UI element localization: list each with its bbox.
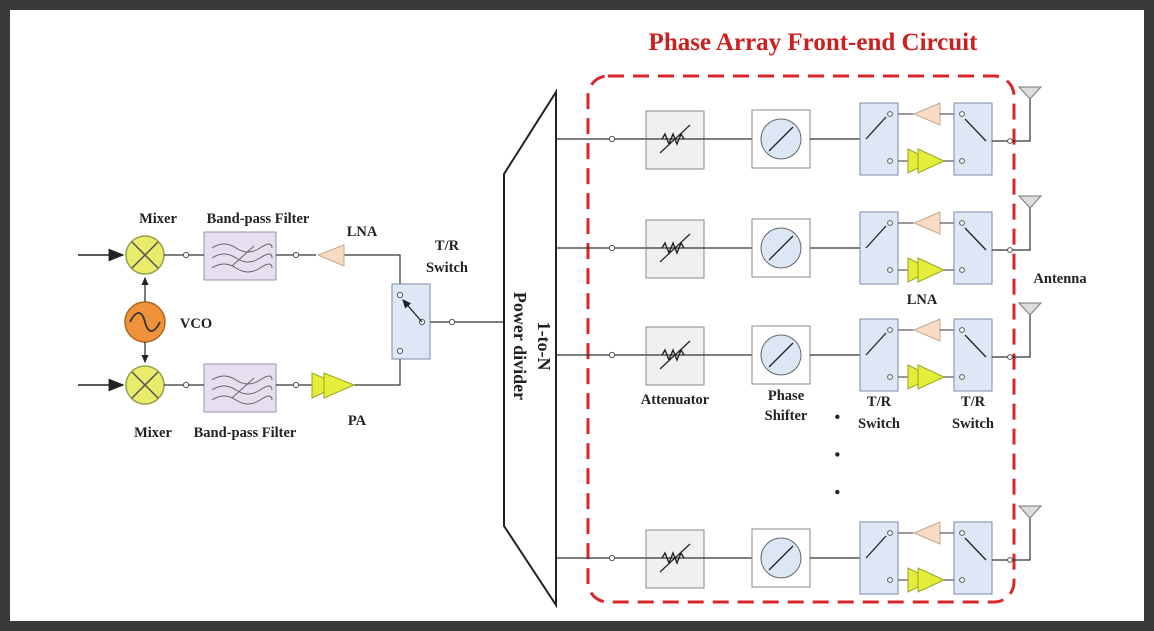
ellipsis-label: • • • [828, 414, 845, 509]
phase-arrow-icon [768, 126, 794, 152]
connector-dot [887, 577, 893, 583]
channel-row [556, 195, 1043, 285]
divider-label-1: 1-to-N [534, 322, 554, 371]
antenna-icon [1017, 195, 1043, 209]
connector-dot [959, 530, 965, 536]
connector-dot [959, 374, 965, 380]
connector-dot [959, 577, 965, 583]
phase-arrow-icon [768, 235, 794, 261]
mixer-top-label: Mixer [139, 211, 177, 227]
bandpass-filter-top [203, 231, 277, 281]
vco-oscillator [124, 301, 166, 343]
connector-dot [1007, 247, 1013, 253]
front-end-frame [586, 74, 1016, 604]
connector-dot [887, 220, 893, 226]
diagram-canvas: Phase Array Front-end Circuit [10, 10, 1144, 621]
connector-dot [1007, 354, 1013, 360]
connector-dot [887, 111, 893, 117]
variable-arrow-icon [659, 543, 691, 573]
channels-group [556, 86, 1043, 595]
mixer-top [125, 235, 165, 275]
antenna-icon [1017, 86, 1043, 100]
pa-amplifier [917, 567, 946, 593]
connector-dot [959, 327, 965, 333]
phase-arrow-icon [768, 342, 794, 368]
connector-dot [608, 351, 616, 359]
antenna-feed [992, 518, 1031, 561]
divider-label-2: Power divider [510, 292, 530, 400]
variable-arrow-icon [659, 233, 691, 263]
diagram-title: Phase Array Front-end Circuit [649, 29, 979, 56]
switch-b-arm [964, 537, 987, 561]
connector-dot [887, 158, 893, 164]
left-connector-dots [182, 251, 456, 389]
antenna-icon [1017, 302, 1043, 316]
antenna-icon [1017, 505, 1043, 519]
mixer-bottom [125, 365, 165, 405]
block-diagram: Phase Array Front-end Circuit [78, 29, 1087, 609]
switch-b-arm [964, 227, 987, 251]
phase-shifter-label-2: Shifter [765, 408, 808, 424]
attenuator-label: Attenuator [641, 392, 710, 408]
tr-switch-a-label-1: T/R [867, 394, 892, 410]
connector-dot [959, 267, 965, 273]
tr-switch-left-label-1: T/R [435, 238, 460, 254]
vco-label: VCO [180, 316, 212, 332]
connector-dot [959, 111, 965, 117]
connector-dot [608, 244, 616, 252]
phase-arrow-icon [768, 545, 794, 571]
antenna-feed [992, 208, 1031, 251]
lna-amplifier [912, 318, 941, 342]
tr-switch-b-label-2: Switch [952, 416, 994, 432]
lna-right-label: LNA [907, 292, 938, 308]
bpf-top-label: Band-pass Filter [207, 211, 310, 227]
antenna-label: Antenna [1033, 271, 1087, 287]
channel-row [556, 505, 1043, 595]
connector-dot [959, 220, 965, 226]
connector-dot [959, 158, 965, 164]
connector-dot [887, 327, 893, 333]
lna-left-amplifier [316, 244, 345, 267]
lna-amplifier [912, 211, 941, 235]
connector-dot [887, 267, 893, 273]
pa-amplifier [311, 372, 356, 399]
tr-switch-a-label-2: Switch [858, 416, 900, 432]
attenuator-block [645, 110, 705, 170]
connector-dot [608, 135, 616, 143]
variable-arrow-icon [659, 340, 691, 370]
pa-amplifier [917, 257, 946, 283]
bandpass-filter-bottom [203, 363, 277, 413]
antenna-feed [992, 315, 1031, 358]
tr-switch-left-label-2: Switch [426, 260, 468, 276]
switch-a-arm [865, 535, 887, 559]
attenuator-block [645, 529, 705, 589]
pa-amplifier [917, 364, 946, 390]
lna-amplifier [912, 521, 941, 545]
connector-dot [887, 374, 893, 380]
antenna-feed [992, 99, 1031, 142]
lna-amplifier [912, 102, 941, 126]
mixer-bottom-label: Mixer [134, 425, 172, 441]
power-divider [503, 88, 557, 609]
switch-a-arm [865, 225, 887, 249]
pa-label: PA [348, 413, 367, 429]
channel-row [556, 86, 1043, 176]
connector-dot [608, 554, 616, 562]
switch-a-arm [865, 332, 887, 356]
phase-shifter-label-1: Phase [768, 388, 805, 404]
switch-b-arm [964, 118, 987, 142]
pa-amplifier [917, 148, 946, 174]
connector-dot [1007, 138, 1013, 144]
tr-switch-b-label-1: T/R [961, 394, 986, 410]
switch-b-arm [964, 334, 987, 358]
lna-left-label: LNA [347, 224, 378, 240]
tr-switch-left [391, 283, 431, 360]
connector-dot [887, 530, 893, 536]
bpf-bottom-label: Band-pass Filter [194, 425, 297, 441]
variable-arrow-icon [659, 124, 691, 154]
switch-a-arm [865, 116, 887, 140]
channel-row [556, 302, 1043, 392]
connector-dot [1007, 557, 1013, 563]
